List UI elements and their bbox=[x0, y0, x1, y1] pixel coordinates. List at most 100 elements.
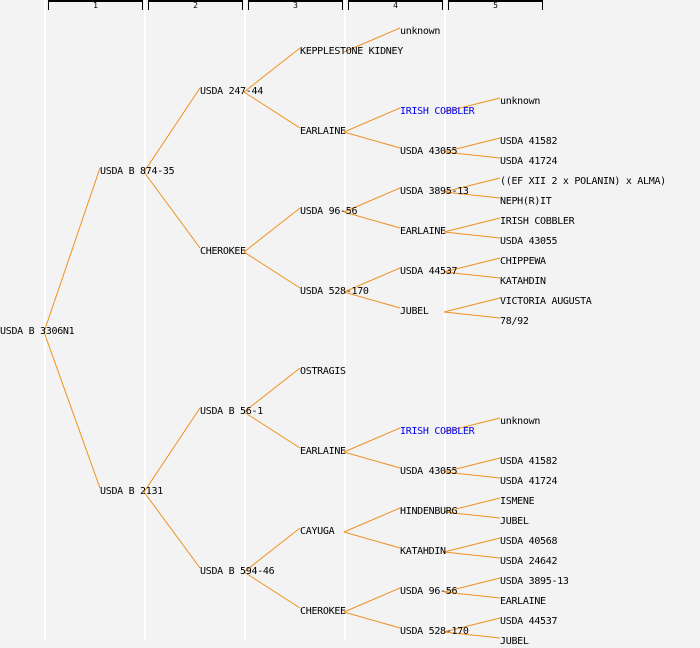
ancestor-node: EARLAINE bbox=[300, 126, 346, 137]
pedigree-edge bbox=[243, 527, 301, 573]
pedigree-edge bbox=[443, 511, 501, 519]
pedigree-edge bbox=[443, 631, 501, 639]
column-separator bbox=[244, 0, 246, 640]
ancestor-node: USDA B 594-46 bbox=[200, 566, 275, 577]
ancestor-node: unknown bbox=[500, 416, 541, 427]
pedigree-edge bbox=[43, 167, 101, 333]
ancestor-node: JUBEL bbox=[400, 306, 429, 317]
ancestor-node: JUBEL bbox=[500, 636, 529, 647]
generation-label-4: 4 bbox=[348, 0, 443, 10]
ancestor-node: EARLAINE bbox=[300, 446, 346, 457]
pedigree-edge bbox=[443, 257, 501, 273]
ancestor-node: CHEROKEE bbox=[200, 246, 246, 257]
pedigree-edge bbox=[343, 27, 401, 53]
column-separator bbox=[44, 0, 46, 640]
pedigree-edge bbox=[343, 531, 401, 549]
ancestor-node: USDA 41724 bbox=[500, 476, 558, 487]
pedigree-edge bbox=[143, 491, 201, 569]
pedigree-edge bbox=[443, 417, 501, 433]
ancestor-node: USDA 41582 bbox=[500, 456, 558, 467]
ancestor-node: HINDENBURG bbox=[400, 506, 458, 517]
pedigree-edge bbox=[443, 177, 501, 193]
column-separator bbox=[344, 0, 346, 640]
root-node: USDA B 3306N1 bbox=[0, 326, 75, 337]
generation-label-1: 1 bbox=[48, 0, 143, 10]
ancestor-node: KEPPLESTONE KIDNEY bbox=[300, 46, 403, 57]
generation-label-3: 3 bbox=[248, 0, 343, 10]
pedigree-edge bbox=[43, 331, 101, 489]
ancestor-node: CHEROKEE bbox=[300, 606, 346, 617]
pedigree-edge bbox=[343, 187, 401, 213]
ancestor-node: 78/92 bbox=[500, 316, 529, 327]
pedigree-edge bbox=[343, 131, 401, 149]
pedigree-edge bbox=[443, 97, 501, 113]
pedigree-edge bbox=[443, 577, 501, 593]
ancestor-node[interactable]: IRISH COBBLER bbox=[400, 106, 475, 117]
pedigree-edge bbox=[243, 411, 301, 449]
ancestor-node: EARLAINE bbox=[500, 596, 546, 607]
ancestor-node: USDA 44537 bbox=[500, 616, 558, 627]
pedigree-edge bbox=[243, 47, 301, 93]
pedigree-edge bbox=[443, 457, 501, 473]
pedigree-edge bbox=[143, 171, 201, 249]
pedigree-edge bbox=[443, 537, 501, 553]
ancestor-node[interactable]: IRISH COBBLER bbox=[400, 426, 475, 437]
ancestor-node: USDA B 2131 bbox=[100, 486, 163, 497]
ancestor-node: USDA B 56-1 bbox=[200, 406, 263, 417]
ancestor-node: IRISH COBBLER bbox=[500, 216, 575, 227]
pedigree-edge bbox=[443, 471, 501, 479]
ancestor-node: USDA 43055 bbox=[400, 146, 458, 157]
pedigree-edge bbox=[443, 231, 501, 239]
ancestor-node: USDA 44537 bbox=[400, 266, 458, 277]
pedigree-edge bbox=[443, 137, 501, 153]
ancestor-node: JUBEL bbox=[500, 516, 529, 527]
pedigree-edge bbox=[243, 91, 301, 129]
ancestor-node: ((EF XII 2 x POLANIN) x ALMA) bbox=[500, 176, 666, 187]
ancestor-node: unknown bbox=[500, 96, 541, 107]
pedigree-edge bbox=[443, 191, 501, 199]
ancestor-node: USDA 96-56 bbox=[300, 206, 358, 217]
pedigree-edge bbox=[143, 407, 201, 493]
pedigree-edge bbox=[443, 311, 501, 319]
column-separator bbox=[444, 0, 446, 640]
ancestor-node: KATAHDIN bbox=[500, 276, 546, 287]
ancestor-node: USDA 96-56 bbox=[400, 586, 458, 597]
pedigree-edge bbox=[443, 551, 501, 559]
pedigree-edge bbox=[443, 497, 501, 513]
pedigree-edge bbox=[343, 451, 401, 469]
ancestor-node: ISMENE bbox=[500, 496, 535, 507]
pedigree-edge bbox=[243, 207, 301, 253]
ancestor-node: USDA 528-170 bbox=[400, 626, 469, 637]
pedigree-edge bbox=[443, 217, 501, 233]
ancestor-node: EARLAINE bbox=[400, 226, 446, 237]
ancestor-node: USDA 40568 bbox=[500, 536, 558, 547]
ancestor-node: USDA 3895-13 bbox=[400, 186, 469, 197]
pedigree-edge bbox=[243, 571, 301, 609]
ancestor-node: CHIPPEWA bbox=[500, 256, 546, 267]
pedigree-edge bbox=[343, 291, 401, 309]
ancestor-node: USDA 43055 bbox=[500, 236, 558, 247]
pedigree-edge bbox=[443, 591, 501, 599]
ancestor-node: USDA 247-44 bbox=[200, 86, 263, 97]
pedigree-edge bbox=[143, 87, 201, 173]
ancestor-node: USDA B 874-35 bbox=[100, 166, 175, 177]
pedigree-edge bbox=[343, 107, 401, 133]
pedigree-edge bbox=[343, 587, 401, 613]
ancestor-node: OSTRAGIS bbox=[300, 366, 346, 377]
pedigree-edge bbox=[243, 367, 301, 413]
ancestor-node: KATAHDIN bbox=[400, 546, 446, 557]
ancestor-node: VICTORIA AUGUSTA bbox=[500, 296, 592, 307]
pedigree-edge bbox=[343, 267, 401, 293]
ancestor-node: NEPH(R)IT bbox=[500, 196, 552, 207]
pedigree-edge bbox=[343, 507, 401, 533]
pedigree-edge bbox=[443, 617, 501, 633]
ancestor-node: USDA 43055 bbox=[400, 466, 458, 477]
pedigree-edge bbox=[243, 251, 301, 289]
generation-label-2: 2 bbox=[148, 0, 243, 10]
pedigree-edge bbox=[343, 211, 401, 229]
ancestor-node: USDA 528-170 bbox=[300, 286, 369, 297]
column-separator bbox=[144, 0, 146, 640]
ancestor-node: USDA 3895-13 bbox=[500, 576, 569, 587]
ancestor-node: USDA 24642 bbox=[500, 556, 558, 567]
